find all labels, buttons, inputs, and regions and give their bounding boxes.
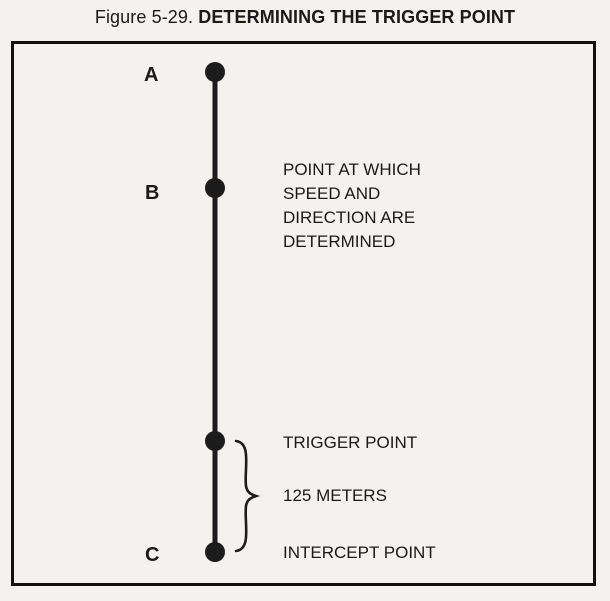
speed-direction-line: DIRECTION ARE: [283, 208, 416, 227]
intercept-point-label: INTERCEPT POINT: [283, 543, 436, 562]
distance-label: 125 METERS: [283, 486, 387, 505]
speed-direction-line: DETERMINED: [283, 232, 396, 251]
point-b-marker: [205, 178, 225, 198]
figure-frame: [11, 41, 596, 586]
point-c-label: C: [145, 544, 160, 566]
trigger-point-label: TRIGGER POINT: [283, 433, 418, 452]
figure-name: DETERMINING THE TRIGGER POINT: [198, 7, 516, 27]
point-a-label: A: [144, 64, 159, 86]
point-b-label: B: [145, 182, 160, 204]
trigger-point-marker: [205, 431, 225, 451]
speed-direction-line: POINT AT WHICH: [283, 160, 421, 179]
point-a-marker: [205, 62, 225, 82]
figure-title: Figure 5-29. DETERMINING THE TRIGGER POI…: [0, 7, 610, 28]
speed-direction-line: SPEED AND: [283, 184, 381, 203]
distance-brace: [234, 439, 261, 553]
point-c-marker: [205, 542, 225, 562]
figure-number: Figure 5-29.: [94, 7, 194, 27]
speed-direction-annotation: POINT AT WHICH SPEED AND DIRECTION ARE D…: [283, 158, 421, 254]
